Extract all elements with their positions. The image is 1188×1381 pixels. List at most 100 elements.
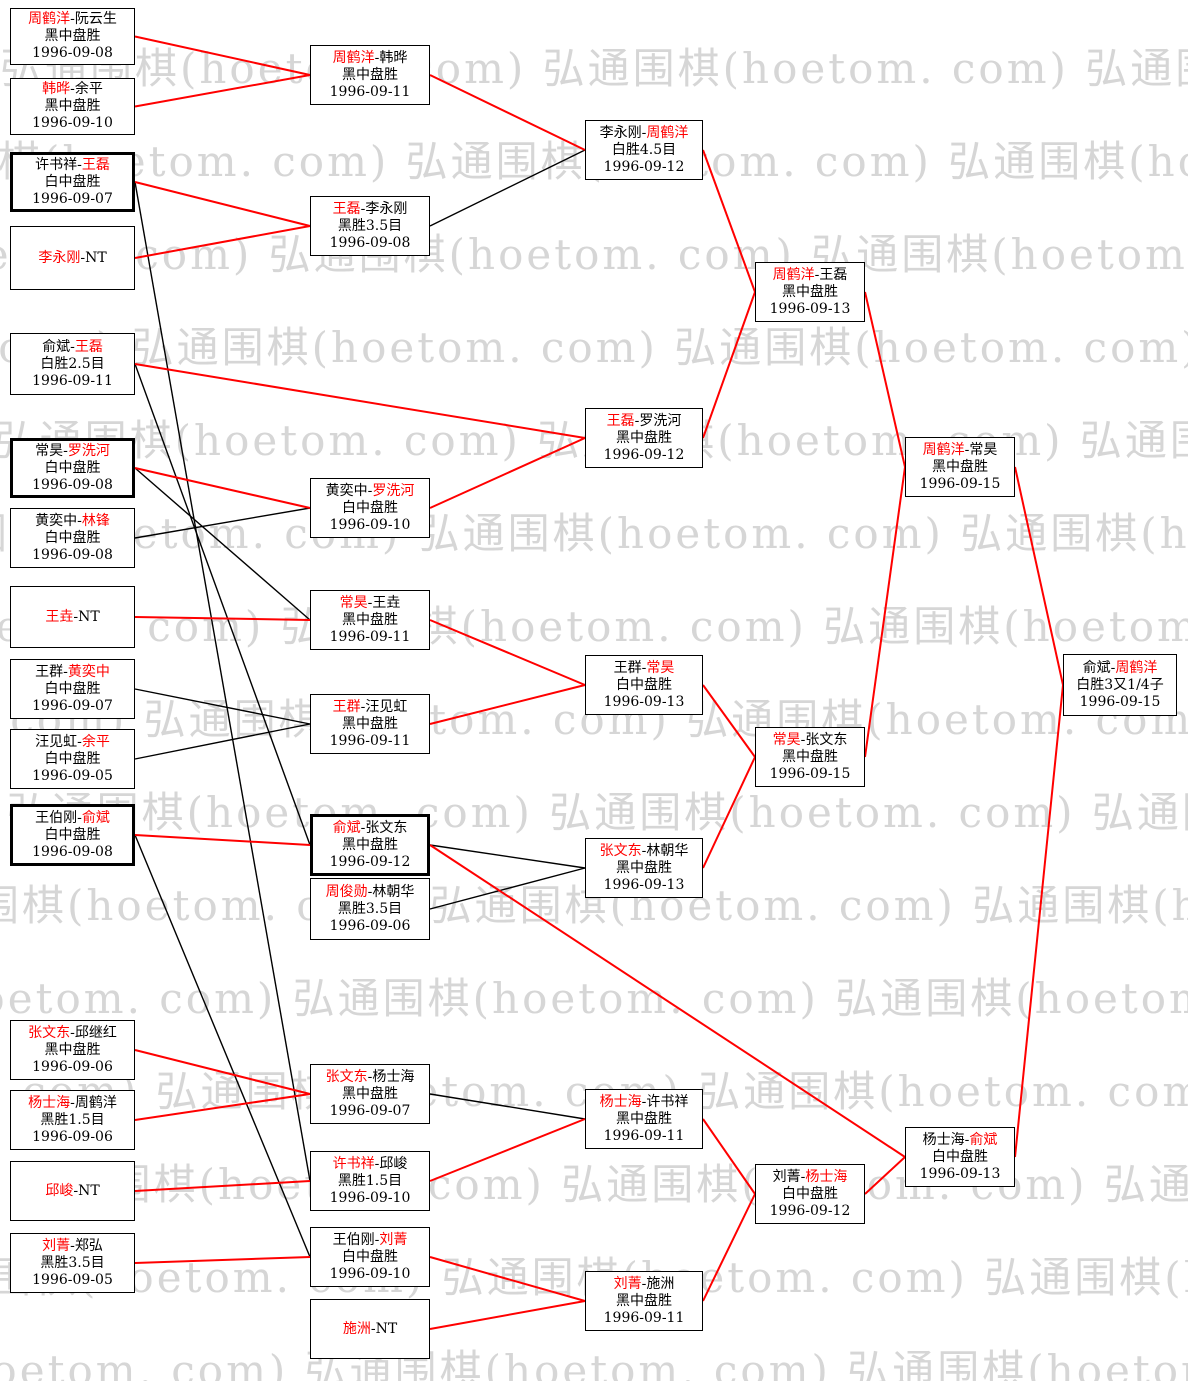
player-name-white: NT: [85, 249, 107, 266]
match-date: 1996-09-11: [329, 83, 411, 100]
match-box[interactable]: 周鹤洋-阮云生 黑中盘胜 1996-09-08: [10, 8, 135, 65]
connector-B11-C10: [134, 834, 311, 1258]
match-players: 王群-黄奕中: [35, 664, 110, 681]
match-players: 俞斌-张文东: [333, 820, 408, 837]
match-date: 1996-09-08: [32, 843, 113, 860]
player-name-black: 张文东: [325, 1068, 368, 1085]
match-box[interactable]: 俞斌-张文东 黑中盘胜 1996-09-12: [310, 814, 430, 876]
match-players: 常昊-张文东: [773, 732, 848, 749]
connector-C9-D5: [429, 1118, 586, 1182]
match-players: 刘菁-杨士海: [773, 1169, 848, 1186]
player-separator: -: [367, 883, 373, 900]
match-date: 1996-09-08: [329, 234, 411, 251]
match-box[interactable]: 杨士海-许书祥 黑中盘胜 1996-09-11: [585, 1089, 703, 1149]
match-date: 1996-09-13: [919, 1165, 1001, 1182]
match-box[interactable]: 汪见虹-余平 白中盘胜 1996-09-05: [10, 729, 135, 789]
match-date: 1996-09-11: [603, 1309, 685, 1326]
player-separator: -: [641, 1275, 647, 1292]
match-box[interactable]: 俞斌-王磊 白胜2.5目 1996-09-11: [10, 333, 135, 395]
match-players: 许书祥-邱峻: [333, 1156, 408, 1173]
match-date: 1996-09-13: [603, 876, 685, 893]
match-box[interactable]: 黄奕中-罗洗河 白中盘胜 1996-09-10: [310, 478, 430, 538]
connector-F2-G1: [1014, 684, 1064, 1158]
match-date: 1996-09-12: [769, 1202, 851, 1219]
match-box[interactable]: 施洲-NT: [310, 1299, 430, 1359]
connector-B5-C6: [134, 363, 311, 846]
match-date: 1996-09-11: [329, 628, 411, 645]
match-players: 王磊-罗洗河: [607, 413, 682, 430]
connector-B8-C4: [134, 616, 311, 621]
connector-B5-D2: [134, 363, 586, 439]
match-players: 韩晔-余平: [42, 81, 103, 98]
match-box[interactable]: 杨士海-周鹤洋 黑胜1.5目 1996-09-06: [10, 1090, 135, 1150]
match-box[interactable]: 王群-常昊 白中盘胜 1996-09-13: [585, 655, 703, 715]
match-box[interactable]: 李永刚-NT: [10, 226, 135, 290]
match-box[interactable]: 刘菁-施洲 黑中盘胜 1996-09-11: [585, 1271, 703, 1331]
match-box[interactable]: 刘菁-杨士海 白中盘胜 1996-09-12: [755, 1164, 865, 1224]
watermark-text: 弘通围棋(hoetom. com) 弘通围棋(hoetom. com) 弘通围棋…: [0, 1346, 1188, 1381]
match-box[interactable]: 杨士海-俞斌 白中盘胜 1996-09-13: [905, 1127, 1015, 1187]
player-separator: -: [374, 1231, 380, 1248]
match-result: 白中盘胜: [44, 750, 101, 767]
player-name-white: 常昊: [646, 659, 675, 676]
match-players: 周鹤洋-韩晔: [333, 50, 408, 67]
match-box[interactable]: 王垚-NT: [10, 586, 135, 648]
player-name-black: 李永刚: [38, 249, 81, 266]
match-box[interactable]: 李永刚-周鹤洋 白胜4.5目 1996-09-12: [585, 120, 703, 180]
match-box[interactable]: 周俊勋-林朝华 黑胜3.5目 1996-09-06: [310, 878, 430, 940]
connector-B7-C3: [134, 507, 311, 539]
match-date: 1996-09-12: [329, 853, 411, 870]
connector-C7-D4: [429, 867, 586, 910]
player-separator: -: [800, 731, 806, 748]
match-box[interactable]: 常昊-罗洗河 白中盘胜 1996-09-08: [10, 438, 135, 498]
match-players: 王伯刚-俞斌: [35, 810, 110, 827]
match-date: 1996-09-06: [32, 1058, 113, 1075]
player-separator: -: [370, 1320, 376, 1337]
match-box[interactable]: 邱峻-NT: [10, 1161, 135, 1221]
player-name-black: 黄奕中: [325, 482, 368, 499]
match-box[interactable]: 黄奕中-林锋 白中盘胜 1996-09-08: [10, 508, 135, 568]
match-box[interactable]: 刘菁-郑弘 黑胜3.5目 1996-09-05: [10, 1233, 135, 1293]
match-box[interactable]: 周鹤洋-常昊 黑中盘胜 1996-09-15: [905, 437, 1015, 497]
match-box[interactable]: 王磊-李永刚 黑胜3.5目 1996-09-08: [310, 196, 430, 256]
match-box[interactable]: 周鹤洋-韩晔 黑中盘胜 1996-09-11: [310, 45, 430, 105]
player-name-white: 郑弘: [74, 1237, 103, 1254]
player-name-black: 俞斌: [42, 338, 71, 355]
match-players: 李永刚-NT: [38, 250, 106, 267]
connector-D5-E3: [702, 1118, 756, 1195]
player-separator: -: [1110, 659, 1116, 676]
connector-B11-C6: [134, 834, 311, 846]
match-box[interactable]: 周鹤洋-王磊 黑中盘胜 1996-09-13: [755, 262, 865, 322]
match-result: 白胜2.5目: [40, 355, 105, 372]
match-box[interactable]: 张文东-杨士海 黑中盘胜 1996-09-07: [310, 1064, 430, 1124]
match-box[interactable]: 许书祥-邱峻 黑胜1.5目 1996-09-10: [310, 1151, 430, 1211]
match-box[interactable]: 常昊-王垚 黑中盘胜 1996-09-11: [310, 590, 430, 650]
player-name-white: 周鹤洋: [74, 1094, 117, 1111]
match-box[interactable]: 张文东-林朝华 黑中盘胜 1996-09-13: [585, 838, 703, 898]
player-name-white: 林锋: [81, 512, 110, 529]
match-box[interactable]: 常昊-张文东 黑中盘胜 1996-09-15: [755, 727, 865, 787]
match-box[interactable]: 许书祥-王磊 白中盘胜 1996-09-07: [10, 152, 135, 212]
match-box[interactable]: 王磊-罗洗河 黑中盘胜 1996-09-12: [585, 408, 703, 468]
player-name-white: NT: [78, 608, 100, 625]
match-box[interactable]: 王群-汪见虹 黑中盘胜 1996-09-11: [310, 694, 430, 754]
match-box[interactable]: 王群-黄奕中 白中盘胜 1996-09-07: [10, 659, 135, 719]
player-name-black: 张文东: [599, 842, 642, 859]
match-box[interactable]: 韩晔-余平 黑中盘胜 1996-09-10: [10, 78, 135, 135]
connector-E2-F1: [864, 466, 906, 758]
match-result: 白中盘胜: [44, 680, 101, 697]
player-name-black: 王群: [35, 663, 64, 680]
player-separator: -: [77, 156, 82, 173]
match-result: 白胜4.5目: [611, 141, 677, 158]
match-box[interactable]: 王伯刚-刘菁 白中盘胜 1996-09-10: [310, 1227, 430, 1287]
match-box[interactable]: 王伯刚-俞斌 白中盘胜 1996-09-08: [10, 804, 135, 866]
match-players: 常昊-罗洗河: [35, 443, 110, 460]
player-name-white: 杨士海: [805, 1168, 848, 1185]
player-name-black: 许书祥: [35, 156, 78, 173]
match-box[interactable]: 俞斌-周鹤洋 白胜3又1/4子 1996-09-15: [1063, 654, 1177, 716]
watermark-text: 弘通围棋(hoetom. com) 弘通围棋(hoetom. com) 弘通围棋…: [0, 44, 1188, 93]
match-box[interactable]: 张文东-邱继红 黑中盘胜 1996-09-06: [10, 1020, 135, 1080]
match-players: 张文东-林朝华: [600, 843, 689, 860]
match-players: 刘菁-施洲: [614, 1276, 675, 1293]
